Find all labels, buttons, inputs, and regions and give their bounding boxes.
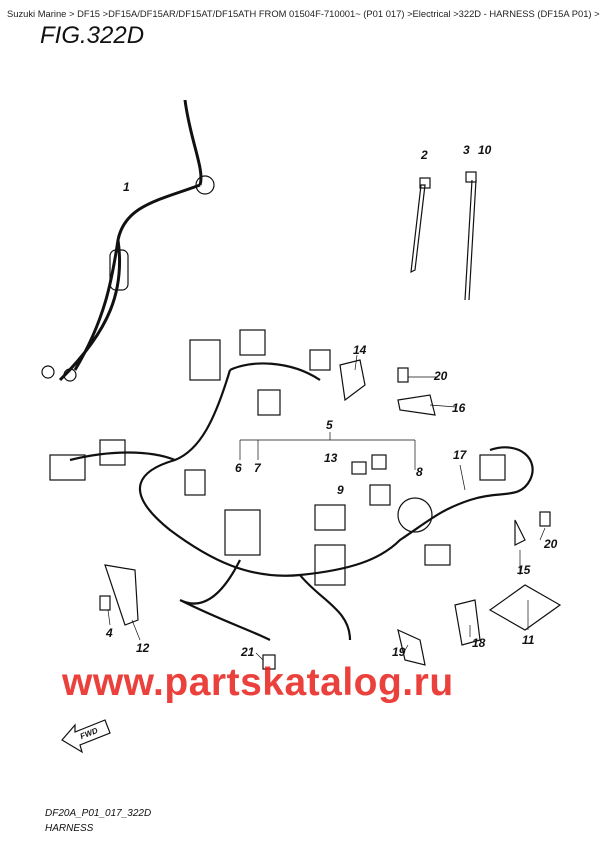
callout-12[interactable]: 12 [136,641,150,655]
callout-14[interactable]: 14 [353,343,367,357]
callout-10[interactable]: 10 [478,143,492,157]
callout-5[interactable]: 5 [326,418,333,432]
callout-8[interactable]: 8 [416,465,423,479]
callout-6[interactable]: 6 [235,461,242,475]
callout-11[interactable]: 11 [522,633,535,647]
callout-2[interactable]: 2 [421,148,428,162]
fwd-arrow-icon [61,719,111,754]
callout-7[interactable]: 7 [254,461,261,475]
callout-17[interactable]: 17 [453,448,467,462]
footer-code: DF20A_P01_017_322D [45,808,152,819]
callout-13[interactable]: 13 [324,451,338,465]
callout-21[interactable]: 21 [241,645,255,659]
brackets-and-bolts [99,359,562,670]
wire-harness-5 [49,329,534,641]
callout-9[interactable]: 9 [337,483,344,497]
callout-19[interactable]: 19 [392,645,406,659]
main-harness-1 [41,99,215,382]
callout-20[interactable]: 20 [434,369,448,383]
callout-20-right[interactable]: 20 [544,537,558,551]
callout-16[interactable]: 16 [452,401,466,415]
figure-title: FIG.322D [40,22,145,49]
callout-1[interactable]: 1 [123,180,130,194]
callout-18[interactable]: 18 [472,636,486,650]
footer-name: HARNESS [45,823,94,834]
callout-3[interactable]: 3 [463,143,470,157]
breadcrumb[interactable]: Suzuki Marine > DF15 >DF15A/DF15AR/DF15A… [7,8,600,19]
callout-15[interactable]: 15 [517,563,531,577]
leader-lines [107,354,546,661]
callout-4[interactable]: 4 [106,626,113,640]
tie-wraps [410,171,477,301]
watermark: www.partskatalog.ru [62,661,454,704]
